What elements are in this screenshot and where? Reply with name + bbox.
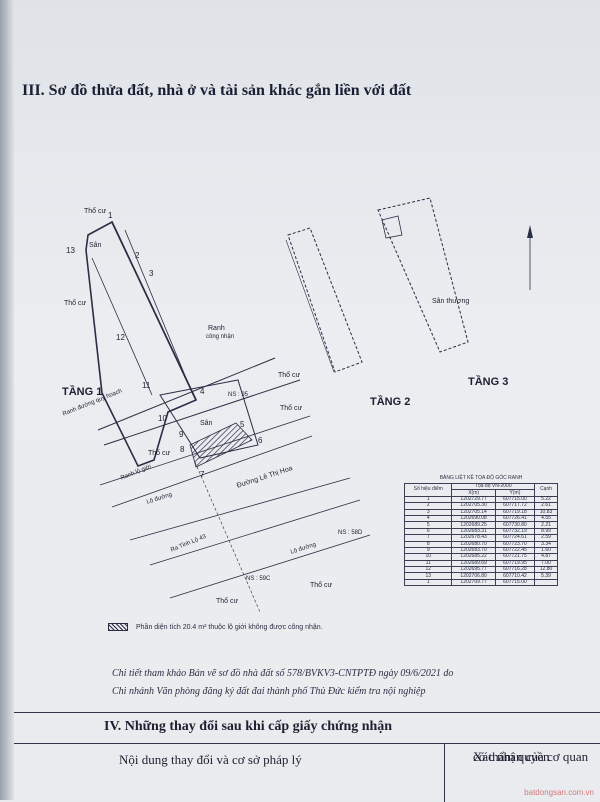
coordinate-cell: 1 — [403, 495, 453, 504]
label-tho-cu-1: Thổ cư — [84, 208, 107, 215]
floor1-front-lot — [159, 379, 259, 459]
label-cong-nhan: công nhận — [206, 334, 235, 340]
label-ns58d: NS : 58D — [338, 530, 363, 536]
svg-text:5: 5 — [240, 420, 245, 429]
header-point: Số hiệu điểm — [403, 483, 453, 497]
svg-text:7: 7 — [200, 470, 205, 479]
svg-text:6: 6 — [258, 436, 263, 445]
north-arrow-icon — [527, 225, 533, 238]
svg-text:9: 9 — [179, 430, 184, 439]
label-san-1: Sân — [89, 242, 102, 249]
note-line-2: Chi nhánh Văn phòng đăng ký đất đai thàn… — [112, 686, 426, 697]
coordinate-cell: 5.22 — [534, 495, 558, 504]
floor1-house-wall — [111, 221, 197, 401]
coordinate-table-title: BẢNG LIỆT KÊ TỌA ĐỘ GÓC RANH — [439, 475, 523, 481]
coordinate-cell: 607717.72 — [494, 502, 536, 510]
coordinate-cell: 1202709.77 — [451, 578, 496, 587]
label-ranh: Ranh — [208, 325, 225, 332]
svg-text:10: 10 — [158, 414, 167, 423]
svg-text:13: 13 — [66, 246, 75, 255]
svg-text:3: 3 — [149, 269, 154, 278]
header-edge: Cạnh — [534, 483, 558, 497]
coordinate-cell: 2 — [403, 502, 453, 510]
section-iv: IV. Những thay đổi sau khi cấp giấy chứn… — [14, 712, 600, 802]
hatch-swatch-icon — [108, 623, 128, 631]
svg-text:11: 11 — [142, 381, 151, 390]
label-tho-cu-7: Thổ cư — [216, 598, 239, 605]
svg-text:1: 1 — [108, 211, 113, 220]
floor2-label: TẦNG 2 — [370, 396, 411, 408]
confirm-line-2: có thẩm quyền — [473, 749, 550, 764]
coordinate-cell: 1202729.77 — [451, 495, 496, 504]
floor2-outline — [287, 227, 363, 373]
label-tho-cu-2: Thổ cư — [64, 300, 87, 307]
label-ns95: NS : 95 — [228, 392, 249, 398]
note-line-1: Chi tiết tham khảo Bản vẽ sơ đồ nhà đất … — [112, 668, 454, 679]
svg-text:8: 8 — [180, 445, 185, 454]
coordinate-cell: 607715.00 — [494, 578, 536, 587]
reference-note: Chi tiết tham khảo Bản vẽ sơ đồ nhà đất … — [112, 665, 453, 701]
coordinate-cell — [534, 578, 558, 587]
page-edge-shadow — [0, 0, 14, 800]
header-x: X(m) — [451, 489, 496, 497]
coordinate-cell: 1 — [403, 578, 453, 587]
floor3-label: TẦNG 3 — [468, 376, 509, 388]
label-san-thuong: Sân thượng — [432, 298, 470, 305]
confirm-line-1: Xác nhận của cơ quan — [473, 749, 589, 764]
legend-text: Phần diện tích 20.4 m² thuộc lộ giới khô… — [136, 623, 323, 631]
label-ns59c: NS : 59C — [246, 576, 271, 582]
legend: Phần diện tích 20.4 m² thuộc lộ giới khô… — [108, 623, 323, 631]
floor3-outline — [377, 197, 469, 353]
label-tho-cu-3: Thổ cư — [278, 372, 301, 379]
coordinate-cell: 607715.00 — [494, 495, 536, 504]
floor1-label: TẦNG 1 — [62, 386, 103, 398]
label-tho-cu-4: Thổ cư — [280, 405, 303, 412]
label-tho-cu-6: Thổ cư — [310, 582, 333, 589]
coordinate-cell: 2.61 — [534, 502, 558, 510]
section-iv-title: IV. Những thay đổi sau khi cấp giấy chứn… — [104, 719, 393, 734]
label-tho-cu-5: Thổ cư — [148, 450, 171, 457]
column-content-label: Nội dung thay đổi và cơ sở pháp lý — [119, 752, 302, 767]
section-heading: III. Sơ đồ thửa đất, nhà ở và tài sản kh… — [22, 82, 412, 99]
watermark: batdongsan.com.vn — [524, 788, 594, 797]
hatched-road-area — [189, 422, 253, 468]
coordinate-table: BẢNG LIỆT KÊ TỌA ĐỘ GÓC RANH Số hiệu điể… — [403, 475, 558, 587]
label-san-2: Sân — [200, 420, 213, 427]
svg-text:12: 12 — [116, 333, 125, 342]
header-y: Y(m) — [494, 489, 536, 497]
section-iv-column-content: Nội dung thay đổi và cơ sở pháp lý — [14, 743, 445, 802]
svg-text:2: 2 — [135, 251, 140, 260]
coordinate-cell: 1202705.30 — [451, 502, 496, 510]
svg-text:4: 4 — [200, 387, 205, 396]
